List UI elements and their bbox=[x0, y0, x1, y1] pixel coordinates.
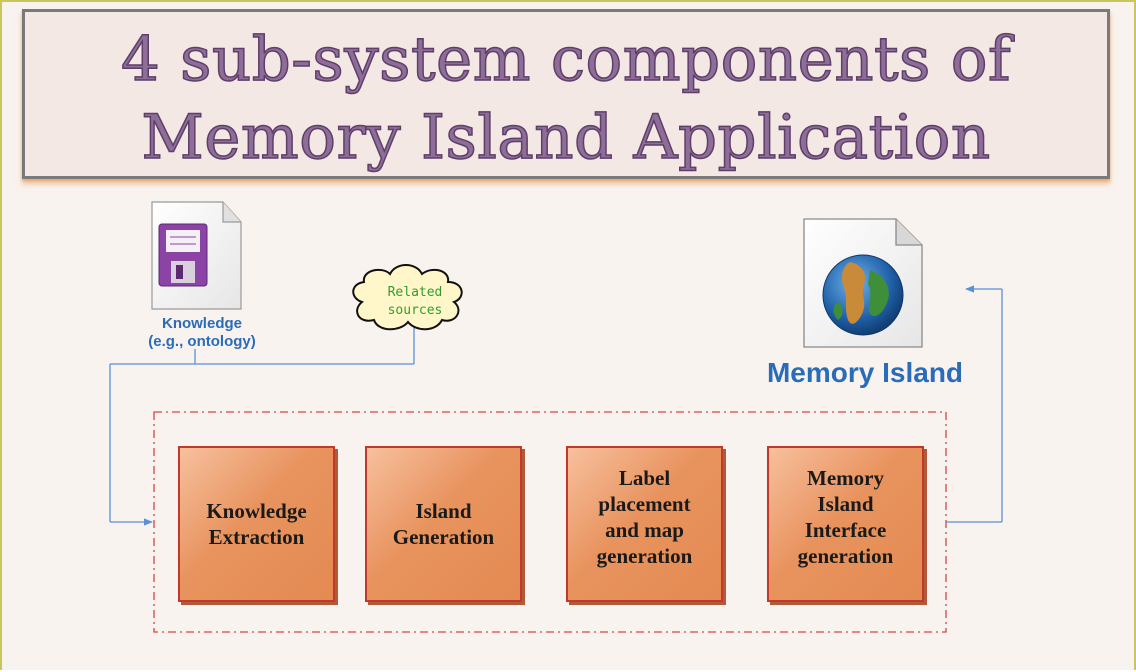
title-line-1: 4 sub-system components of bbox=[120, 23, 1012, 96]
knowledge-example-label: (e.g., ontology) bbox=[148, 333, 256, 350]
related-sources-label-1: Related bbox=[387, 285, 443, 300]
title-line-2: Memory Island Application bbox=[141, 101, 991, 174]
component-label: Knowledge Extraction bbox=[206, 499, 307, 549]
input-connector bbox=[109, 328, 415, 526]
component-label: Island Generation bbox=[392, 499, 495, 549]
title-banner: 4 sub-system components of Memory Island… bbox=[22, 9, 1110, 179]
cloud-shape bbox=[352, 264, 463, 331]
component-label-placement: Label placement and map generation bbox=[566, 446, 723, 602]
globe-document-icon bbox=[803, 218, 923, 348]
related-sources-label-2: sources bbox=[387, 303, 443, 318]
component-island-generation: Island Generation bbox=[365, 446, 522, 602]
component-label: Label placement and map generation bbox=[596, 466, 693, 568]
component-label: Memory Island Interface generation bbox=[797, 466, 894, 568]
component-interface-generation: Memory Island Interface generation bbox=[767, 446, 924, 602]
knowledge-label: Knowledge bbox=[161, 315, 242, 332]
memory-island-output-label: Memory Island bbox=[766, 357, 964, 388]
output-connector bbox=[946, 285, 1003, 523]
floppy-disk-document-icon bbox=[151, 201, 242, 310]
component-knowledge-extraction: Knowledge Extraction bbox=[178, 446, 335, 602]
